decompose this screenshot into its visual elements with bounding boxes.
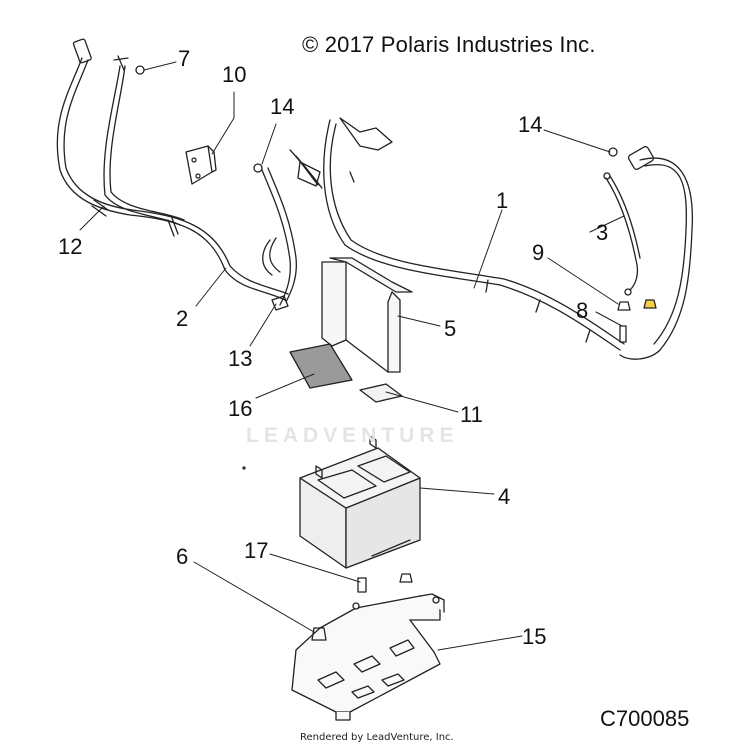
pad-16 <box>289 343 353 389</box>
relay-bracket <box>185 145 217 185</box>
callout-12[interactable]: 12 <box>58 234 83 259</box>
pad-11 <box>359 383 403 403</box>
callout-4[interactable]: 4 <box>498 484 511 509</box>
callout-11[interactable]: 11 <box>460 402 483 427</box>
leader-lines <box>79 61 625 651</box>
battery <box>299 435 421 569</box>
callout-14-right[interactable]: 14 <box>518 112 543 137</box>
diagram-id: C700085 <box>600 706 690 731</box>
callout-9[interactable]: 9 <box>532 240 545 265</box>
copyright-text: © 2017 Polaris Industries Inc. <box>302 32 596 57</box>
callout-1[interactable]: 1 <box>496 188 509 213</box>
wire-harness-main <box>261 117 625 351</box>
cable-right <box>603 146 694 360</box>
callout-13[interactable]: 13 <box>228 346 253 371</box>
callout-3[interactable]: 3 <box>596 220 609 245</box>
wire-harness-left <box>56 38 289 301</box>
callout-17[interactable]: 17 <box>244 538 269 563</box>
watermark-text: LEADVENTURE <box>246 424 459 447</box>
callout-5[interactable]: 5 <box>444 316 457 341</box>
callout-14-left[interactable]: 14 <box>270 94 295 119</box>
callout-10[interactable]: 10 <box>222 62 247 87</box>
callout-15[interactable]: 15 <box>522 624 547 649</box>
rendered-by-text: Rendered by LeadVenture, Inc. <box>300 732 454 743</box>
battery-tray <box>291 593 445 721</box>
callout-2[interactable]: 2 <box>176 306 189 331</box>
fasteners <box>242 466 413 641</box>
hold-down-bracket <box>321 257 413 373</box>
callout-16[interactable]: 16 <box>228 396 253 421</box>
callout-6[interactable]: 6 <box>176 544 189 569</box>
callout-8[interactable]: 8 <box>576 298 589 323</box>
callout-7[interactable]: 7 <box>178 46 191 71</box>
